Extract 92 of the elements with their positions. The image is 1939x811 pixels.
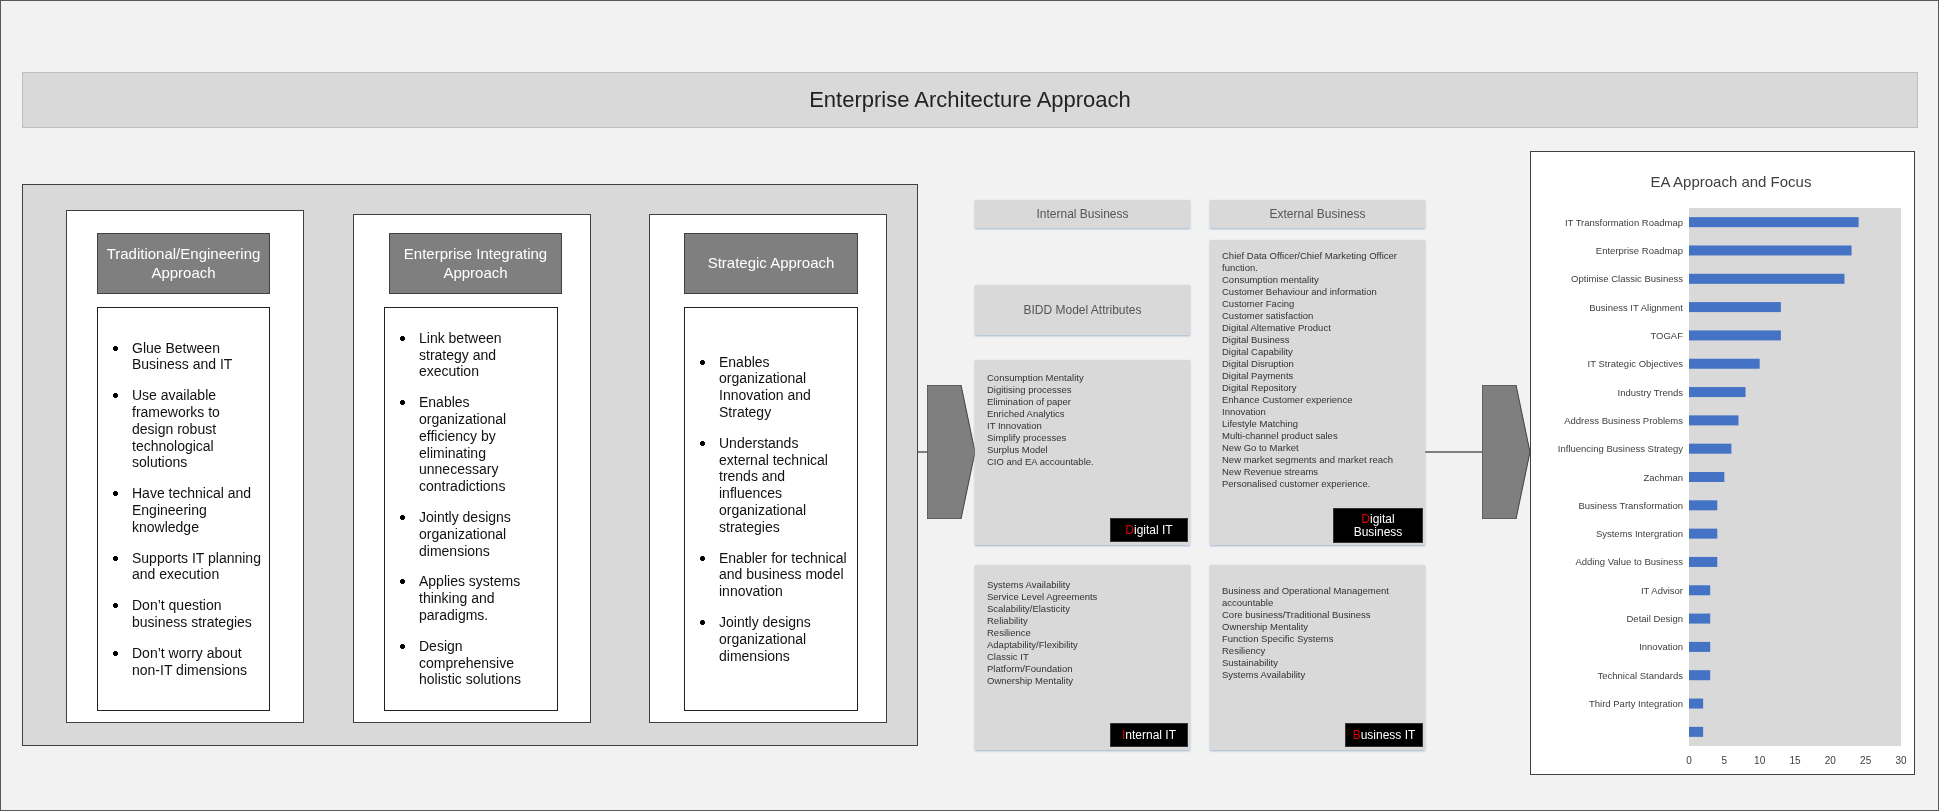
list-item: Enhance Customer experience [1222, 394, 1353, 406]
tick-label: 5 [1721, 755, 1728, 766]
list-item: Digital Payments [1222, 370, 1294, 382]
list-item: Elimination of paper [987, 396, 1071, 408]
category-label: Business IT Alignment [1589, 301, 1683, 313]
category-label: Address Business Problems [1564, 414, 1683, 426]
list-item: Systems Availability [987, 579, 1071, 591]
category-label: Industry Trends [1617, 386, 1683, 398]
list-item: Adaptability/Flexibility [987, 639, 1078, 651]
list-item: New Go to Market [1222, 442, 1299, 454]
category-label: Technical Standards [1597, 669, 1683, 681]
tick-label: 20 [1824, 755, 1836, 766]
list-item: Classic IT [987, 651, 1029, 663]
category-label: Adding Value to Business [1575, 556, 1683, 568]
quadrant-tag: Digital Business [1333, 508, 1423, 543]
list-item: Scalability/Elasticity [987, 603, 1070, 615]
quadrant-tag: Digital IT [1110, 518, 1188, 542]
quadrant-tag: Internal IT [1110, 723, 1188, 747]
list-item: Lifestyle Matching [1222, 418, 1299, 430]
list-item: Consumption mentality [1222, 274, 1319, 286]
list-item: Customer Facing [1222, 298, 1295, 310]
section-heading: BIDD Model Attributes [975, 285, 1190, 335]
list-item: Service Level Agreements [987, 591, 1098, 603]
category-label: Innovation [1639, 641, 1683, 653]
list-item: Business and Operational Management accountable [1222, 585, 1390, 609]
list-item: Systems Availability [1222, 669, 1306, 681]
tick-label: 10 [1754, 755, 1766, 766]
category-label: Optimise Classic Business [1571, 273, 1683, 285]
list-item: Ownership Mentality [1222, 621, 1309, 633]
quadrant-tag: Business IT [1345, 723, 1423, 747]
column-card [66, 210, 304, 723]
list-item: Personalised customer experience. [1222, 478, 1371, 490]
chart-title: EA Approach and Focus [1650, 173, 1812, 190]
list-item: Digital Disruption [1222, 358, 1294, 370]
category-label: Enterprise Roadmap [1595, 244, 1683, 256]
list-item: Core business/Traditional Business [1222, 609, 1371, 621]
list-item: Ownership Mentality [987, 675, 1074, 687]
quadrant-box [1210, 565, 1425, 750]
list-item: Surplus Model [987, 444, 1048, 456]
category-label: IT Transformation Roadmap [1564, 216, 1683, 228]
section-heading: Internal Business [975, 200, 1190, 228]
list-item: Sustainability [1222, 657, 1278, 669]
category-label: Detail Design [1626, 613, 1683, 625]
tick-label: 30 [1895, 755, 1907, 766]
category-label: Influencing Business Strategy [1557, 443, 1683, 455]
column-card [353, 214, 591, 723]
bullet-list-box [384, 307, 558, 711]
category-label: Zachman [1643, 471, 1683, 483]
list-item: Consumption Mentality [987, 372, 1084, 384]
title-banner: Enterprise Architecture Approach [22, 72, 1918, 128]
list-item: Customer satisfaction [1222, 310, 1314, 322]
tick-label: 15 [1789, 755, 1801, 766]
list-item: Multi-channel product sales [1222, 430, 1338, 442]
list-item: Resilience [987, 627, 1031, 639]
chart-panel [1530, 151, 1915, 775]
list-item: Function Specific Systems [1222, 633, 1334, 645]
category-label: Systems Intergration [1595, 528, 1683, 540]
column-heading: Enterprise Integrating Approach [389, 233, 562, 294]
column-heading: Strategic Approach [684, 233, 858, 294]
tick-label: 25 [1860, 755, 1872, 766]
list-item: Digital Alternative Product [1222, 322, 1331, 334]
column-heading: Traditional/Engineering Approach [97, 233, 270, 294]
list-item: Chief Data Officer/Chief Marketing Officer function. [1222, 250, 1398, 274]
list-item: Digital Capability [1222, 346, 1293, 358]
quadrant-box [975, 565, 1190, 750]
list-item: Platform/Foundation [987, 663, 1073, 675]
list-item: Simplify processes [987, 432, 1067, 444]
list-item: Digitising processes [987, 384, 1072, 396]
list-item: Innovation [1222, 406, 1266, 418]
list-item: Customer Behaviour and information [1222, 286, 1377, 298]
panel-background [22, 184, 918, 746]
category-label: IT Strategic Objectives [1587, 358, 1683, 370]
bullet-list-box [97, 307, 270, 711]
category-label: Business Transformation [1578, 499, 1683, 511]
list-item: New Revenue streams [1222, 466, 1319, 478]
list-item: CIO and EA accountable. [987, 456, 1094, 468]
column-card [649, 214, 887, 723]
category-label: IT Advisor [1640, 584, 1683, 596]
category-label: TOGAF [1650, 329, 1683, 341]
list-item: Reliability [987, 615, 1028, 627]
bullet-list-box [684, 307, 858, 711]
quadrant-box [1210, 240, 1425, 545]
list-item: Enriched Analytics [987, 408, 1065, 420]
list-item: Digital Business [1222, 334, 1290, 346]
category-label: Third Party Integration [1589, 698, 1683, 710]
quadrant-box [975, 360, 1190, 545]
list-item: New market segments and market reach [1222, 454, 1394, 466]
section-heading: External Business [1210, 200, 1425, 228]
tick-label: 0 [1686, 755, 1692, 766]
list-item: Digital Repository [1222, 382, 1297, 394]
list-item: IT Innovation [987, 420, 1042, 432]
list-item: Resiliency [1222, 645, 1266, 657]
